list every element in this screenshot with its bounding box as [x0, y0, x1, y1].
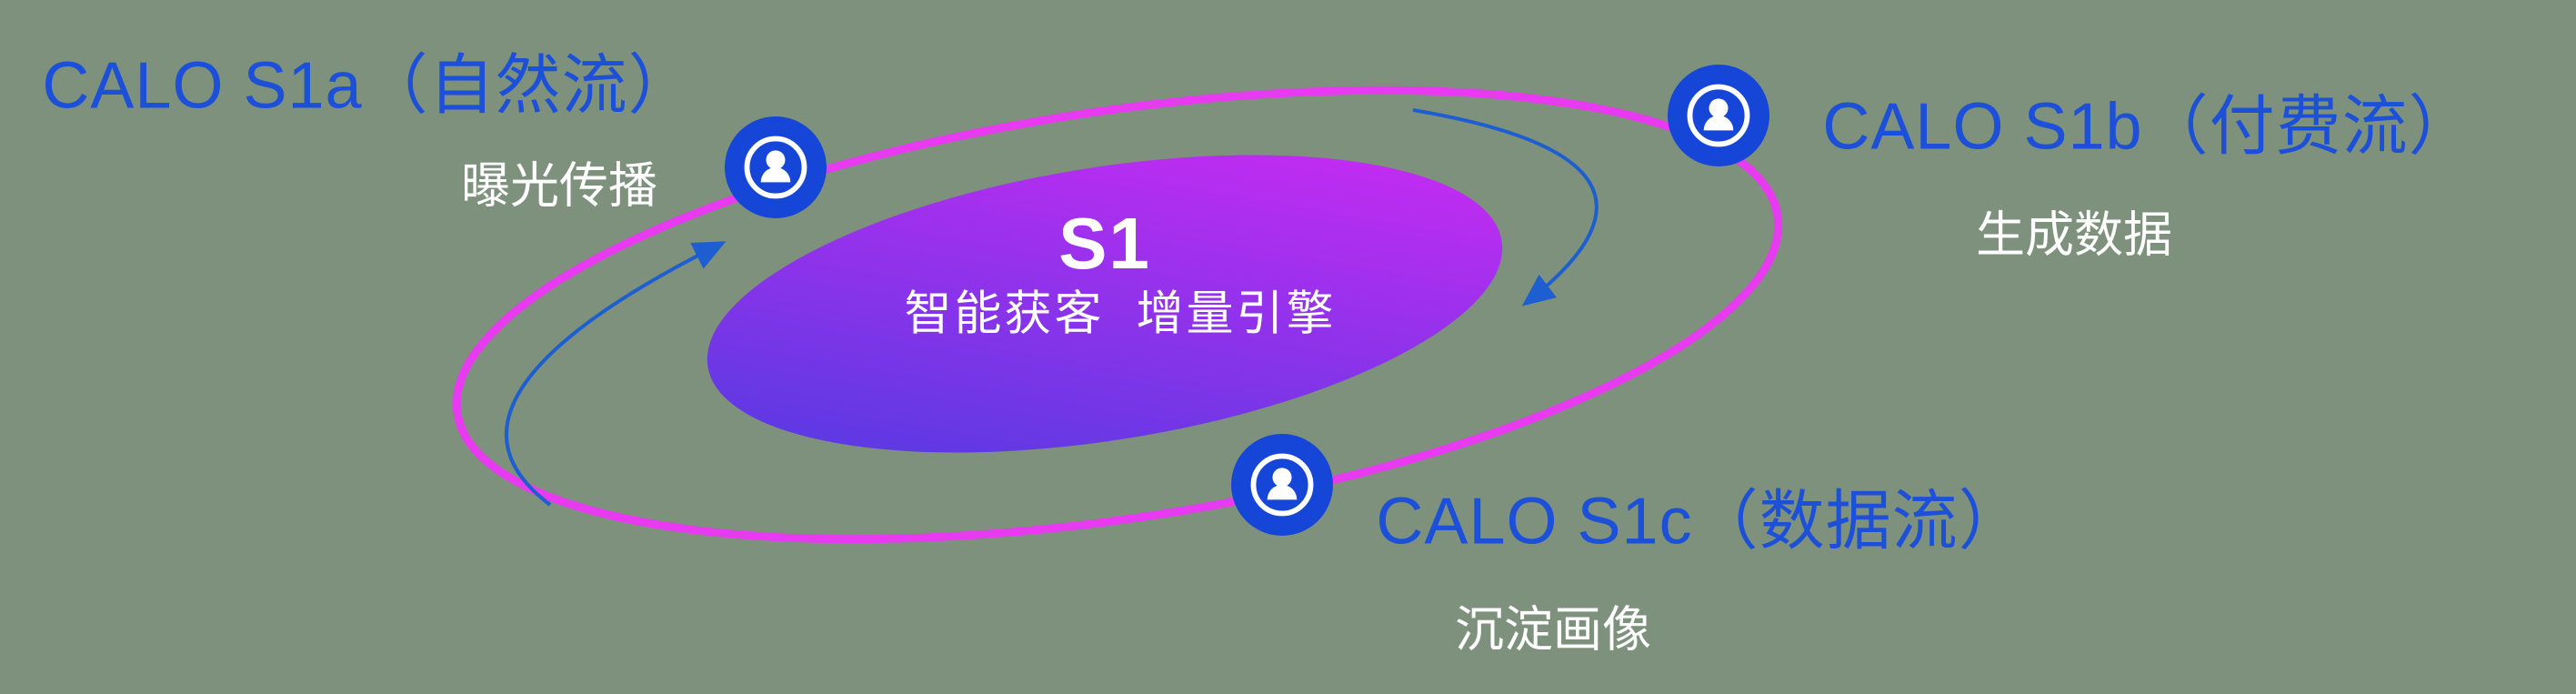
- node-s1c-marker: [1231, 434, 1333, 536]
- flow-arrow-right: [1412, 108, 1599, 307]
- node-s1b-label: CALO S1b（付费流）: [1822, 90, 2475, 164]
- core-title: S1: [1058, 203, 1151, 284]
- orbit-ring: [452, 85, 1783, 544]
- user-icon: [1668, 65, 1769, 166]
- flow-arrow-left: [504, 241, 727, 507]
- node-s1b-sublabel: 生成数据: [1976, 207, 2172, 263]
- node-s1c-sublabel: 沉淀画像: [1455, 602, 1651, 658]
- user-icon: [725, 116, 827, 218]
- core-ellipse: [707, 155, 1503, 453]
- user-icon: [1231, 434, 1333, 536]
- node-s1a-label: CALO S1a（自然流）: [42, 49, 695, 123]
- core-subtitle: 智能获客 增量引擎: [904, 287, 1337, 341]
- node-s1a-sublabel: 曝光传播: [461, 158, 657, 214]
- node-s1b-marker: [1668, 65, 1769, 166]
- node-s1c-label: CALO S1c（数据流）: [1376, 485, 2025, 558]
- node-s1a-marker: [725, 116, 827, 218]
